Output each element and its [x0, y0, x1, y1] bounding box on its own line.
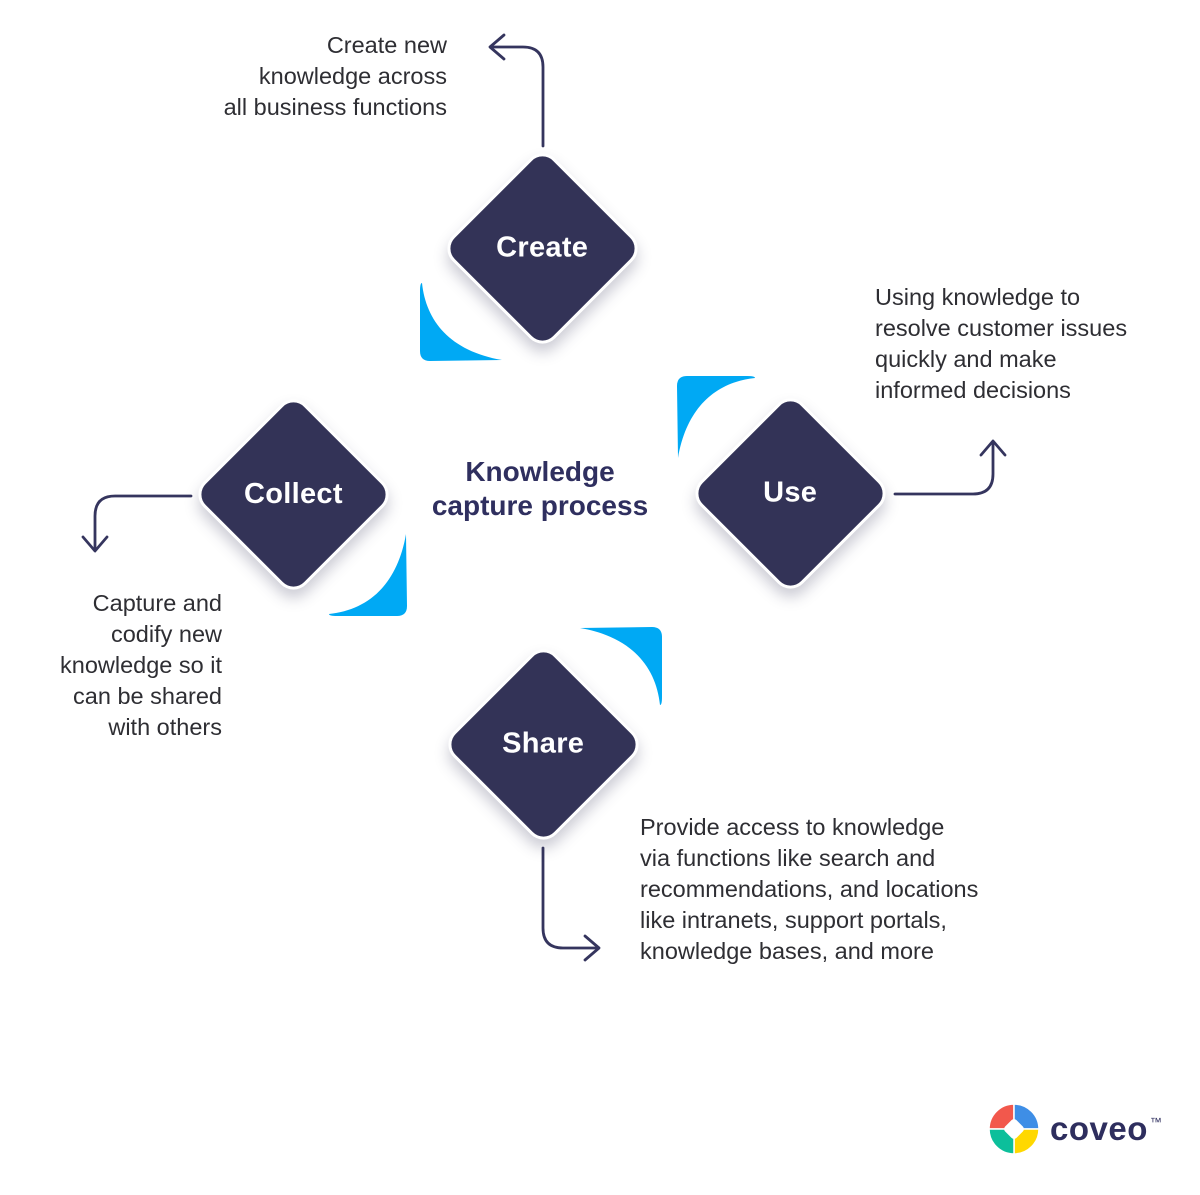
- note-share: Provide access to knowledge via function…: [640, 814, 979, 964]
- coveo-wordmark: coveo: [1050, 1110, 1148, 1147]
- arrow-create-out: [488, 33, 545, 148]
- note-create: Create new knowledge across all business…: [223, 32, 447, 120]
- node-use-label: Use: [763, 476, 818, 509]
- flow-wedge-icon: [580, 627, 662, 705]
- coveo-logo-icon: [988, 1103, 1040, 1155]
- trademark-symbol: ™: [1149, 1115, 1162, 1129]
- diagram-title: Knowledge capture process: [431, 456, 649, 521]
- arrow-collect-out: [81, 494, 193, 553]
- flow-wedge-icon: [677, 376, 755, 458]
- node-create-label: Create: [496, 231, 589, 264]
- flow-wedge-icon: [420, 283, 502, 361]
- flow-wedge-icon: [329, 534, 407, 616]
- coveo-logo: coveo ™: [988, 1103, 1162, 1155]
- node-collect-label: Collect: [244, 477, 343, 510]
- arrow-share-out: [541, 846, 601, 962]
- note-use: Using knowledge to resolve customer issu…: [875, 284, 1128, 403]
- note-collect: Capture and codify new knowledge so it c…: [60, 590, 222, 740]
- arrow-use-out: [893, 439, 1007, 496]
- node-share-label: Share: [502, 727, 585, 760]
